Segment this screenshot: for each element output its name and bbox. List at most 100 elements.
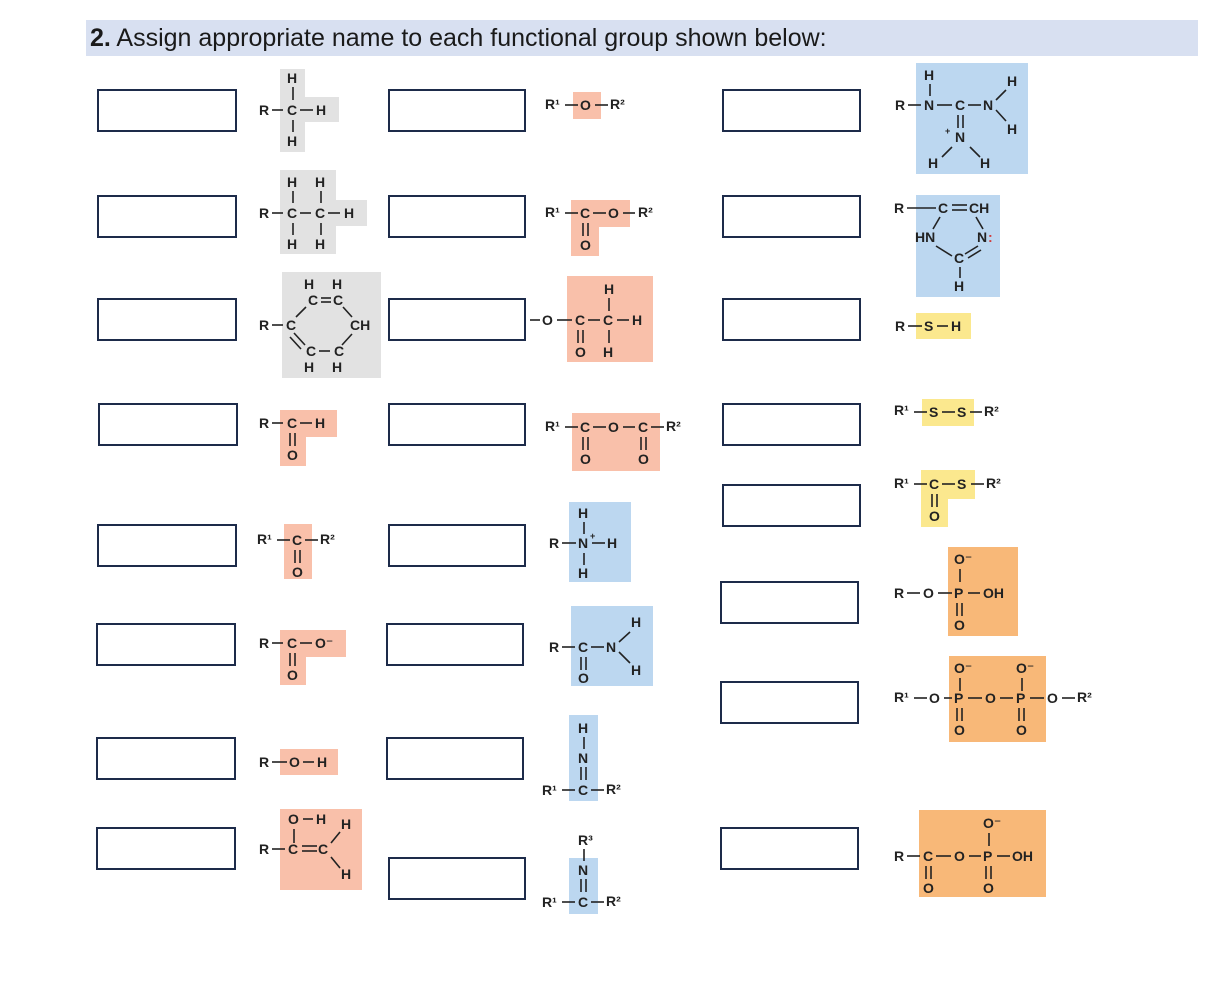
answer-box-14[interactable] <box>386 623 524 666</box>
atom: C <box>580 205 590 221</box>
atom: R <box>894 848 904 864</box>
atom: H <box>980 155 990 171</box>
answer-box-12[interactable] <box>388 403 526 446</box>
atom: H <box>332 276 342 292</box>
atom: R <box>259 317 269 333</box>
answer-box-20[interactable] <box>722 403 861 446</box>
answer-box-11[interactable] <box>388 298 526 341</box>
page-title: 2. Assign appropriate name to each funct… <box>90 24 827 53</box>
atom: O⁻ <box>315 635 333 651</box>
answer-box-15[interactable] <box>386 737 524 780</box>
atom: H <box>287 174 297 190</box>
answer-box-1[interactable] <box>97 89 237 132</box>
atom: C <box>603 312 613 328</box>
atom: H <box>578 720 588 736</box>
question-number: 2. <box>90 24 111 52</box>
answer-box-22[interactable] <box>720 581 859 624</box>
atom: C <box>578 639 588 655</box>
answer-box-4[interactable] <box>98 403 238 446</box>
atom: O⁻ <box>954 660 972 676</box>
atom: H <box>316 811 326 827</box>
atom: C <box>308 292 318 308</box>
atom: H <box>341 816 351 832</box>
atom: O <box>923 585 934 601</box>
atom: H <box>607 535 617 551</box>
atom: N <box>924 97 934 113</box>
atom: R¹ <box>257 531 272 547</box>
atom: H <box>332 359 342 375</box>
atom: C <box>580 419 590 435</box>
atom: R¹ <box>542 894 557 910</box>
atom: O <box>578 670 589 686</box>
atom: H <box>287 133 297 149</box>
atom: C <box>306 343 316 359</box>
atom: R² <box>638 204 653 220</box>
atom: H <box>951 318 961 334</box>
atom: H <box>316 102 326 118</box>
atom: R¹ <box>894 402 909 418</box>
atom: O <box>929 508 940 524</box>
structure-ketone: R¹ C R² O <box>257 524 335 580</box>
atom: H <box>317 754 327 770</box>
atom: R¹ <box>545 96 560 112</box>
charge: + <box>590 531 595 541</box>
atom: H <box>315 174 325 190</box>
atom: H <box>928 155 938 171</box>
answer-box-7[interactable] <box>96 737 236 780</box>
atom: H <box>1007 73 1017 89</box>
atom: N <box>606 639 616 655</box>
answer-box-2[interactable] <box>97 195 237 238</box>
atom: H <box>287 236 297 252</box>
atom: C <box>318 841 328 857</box>
answer-box-6[interactable] <box>96 623 236 666</box>
answer-box-5[interactable] <box>97 524 237 567</box>
answer-box-18[interactable] <box>722 195 861 238</box>
atom: C <box>286 317 296 333</box>
answer-box-13[interactable] <box>388 524 526 567</box>
atom: R² <box>606 893 621 909</box>
atom: S <box>924 318 933 334</box>
atom: R <box>259 102 269 118</box>
answer-box-3[interactable] <box>97 298 237 341</box>
atom: S <box>957 476 966 492</box>
answer-box-17[interactable] <box>722 89 861 132</box>
atom: P <box>1016 690 1025 706</box>
answer-box-23[interactable] <box>720 681 859 724</box>
atom: R <box>895 318 905 334</box>
atom: R <box>894 585 904 601</box>
atom: C <box>334 343 344 359</box>
answer-box-10[interactable] <box>388 195 526 238</box>
structure-methyl: H R C H H <box>259 69 339 152</box>
atom: R <box>259 415 269 431</box>
atom: H <box>304 276 314 292</box>
answer-box-21[interactable] <box>722 484 861 527</box>
atom: N <box>578 750 588 766</box>
answer-box-16[interactable] <box>388 857 526 900</box>
atom: H <box>603 344 613 360</box>
atom: O <box>292 564 303 580</box>
title-bar: 2. Assign appropriate name to each funct… <box>86 20 1198 56</box>
structure-acyl-phosphate: O⁻ R C O P OH O O <box>894 810 1046 897</box>
atom: R² <box>1077 689 1092 705</box>
atom: H <box>315 415 325 431</box>
structure-amide: H R C N H O <box>549 606 653 686</box>
structure-phosphoanhydride: O⁻ O⁻ R¹ O P O P O R² O O <box>894 656 1092 742</box>
atom: CH <box>350 317 370 333</box>
structure-guanidinium: H H R N C N H + N H H <box>895 63 1028 174</box>
atom: C <box>287 635 297 651</box>
structure-carboxylate: R C O⁻ O <box>259 630 346 685</box>
atom: O <box>580 237 591 253</box>
atom: O <box>923 880 934 896</box>
atom: R² <box>610 96 625 112</box>
atom: CH <box>969 200 989 216</box>
answer-box-24[interactable] <box>720 827 859 870</box>
answer-box-8[interactable] <box>96 827 236 870</box>
atom: C <box>575 312 585 328</box>
atom: O <box>608 205 619 221</box>
atom: O <box>954 848 965 864</box>
atom: R <box>259 841 269 857</box>
answer-box-9[interactable] <box>388 89 526 132</box>
answer-box-19[interactable] <box>722 298 861 341</box>
atom: O⁻ <box>983 815 1001 831</box>
atom: O <box>954 722 965 738</box>
